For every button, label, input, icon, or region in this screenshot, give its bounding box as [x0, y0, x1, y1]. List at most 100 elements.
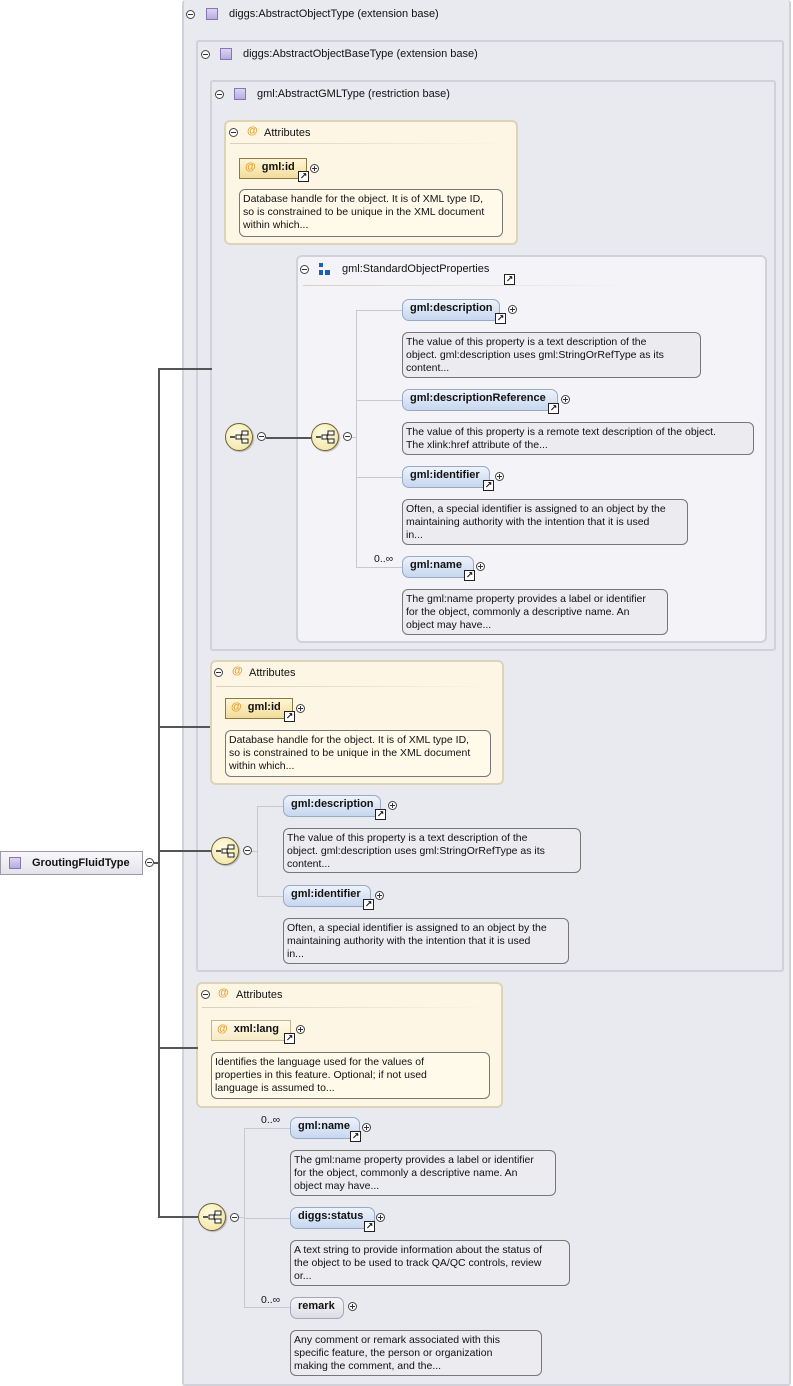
divider: [202, 1007, 492, 1008]
sequence-compositor-icon[interactable]: [211, 837, 239, 865]
root-complex-type[interactable]: GroutingFluidType: [0, 851, 143, 875]
expand-icon[interactable]: [476, 562, 485, 571]
documentation-note: The gml:name property provides a label o…: [290, 1150, 556, 1196]
reference-arrow-icon[interactable]: ↗: [363, 899, 374, 910]
collapse-icon[interactable]: [300, 265, 309, 274]
connector-line: [266, 437, 312, 439]
element-gml-name[interactable]: gml:name: [290, 1117, 360, 1139]
documentation-note: Often, a special identifier is assigned …: [402, 499, 688, 545]
collapse-icon[interactable]: [186, 10, 195, 19]
documentation-note: Database handle for the object. It is of…: [239, 189, 503, 237]
element-gml-description[interactable]: gml:description: [402, 299, 500, 321]
documentation-note: The value of this property is a text des…: [283, 828, 581, 873]
element-diggs-status[interactable]: diggs:status: [290, 1207, 375, 1229]
attribute-xml-lang[interactable]: @xml:lang: [211, 1020, 291, 1041]
connector-line: [356, 567, 402, 568]
collapse-icon[interactable]: [257, 432, 266, 441]
reference-arrow-icon[interactable]: ↗: [364, 1221, 375, 1232]
connector-line: [356, 310, 402, 311]
collapse-icon[interactable]: [343, 432, 352, 441]
multiplicity-label: 0..∞: [374, 553, 394, 565]
reference-arrow-icon[interactable]: ↗: [464, 570, 475, 581]
element-gml-description-reference[interactable]: gml:descriptionReference: [402, 389, 558, 411]
reference-arrow-icon[interactable]: ↗: [298, 171, 309, 182]
reference-arrow-icon[interactable]: ↗: [350, 1131, 361, 1142]
connector-line: [158, 368, 212, 370]
group-icon: [319, 263, 330, 275]
documentation-note: The value of this property is a text des…: [402, 332, 701, 378]
collapse-icon[interactable]: [243, 846, 252, 855]
collapse-icon[interactable]: [201, 50, 210, 59]
reference-arrow-icon[interactable]: ↗: [375, 809, 386, 820]
extension-base-label: diggs:AbstractObjectType (extension base…: [229, 8, 439, 20]
connector-line: [154, 862, 159, 864]
connector-line: [356, 477, 402, 478]
divider: [230, 143, 510, 144]
group-label: gml:StandardObjectProperties: [342, 263, 490, 275]
connector-line: [252, 851, 258, 852]
attributes-heading: Attributes: [264, 127, 311, 139]
connector-line: [244, 1218, 290, 1219]
connector-line: [158, 1047, 198, 1049]
expand-icon[interactable]: [296, 704, 305, 713]
connector-line: [158, 726, 210, 728]
expand-icon[interactable]: [495, 472, 504, 481]
documentation-note: The gml:name property provides a label o…: [402, 589, 668, 635]
connector-line: [352, 437, 357, 438]
element-gml-description[interactable]: gml:description: [283, 795, 381, 817]
expand-icon[interactable]: [376, 1213, 385, 1222]
extension-base-label: diggs:AbstractObjectBaseType (extension …: [243, 48, 478, 60]
connector-line: [244, 1307, 290, 1308]
connector-line: [158, 850, 211, 852]
reference-arrow-icon[interactable]: ↗: [284, 1033, 295, 1044]
reference-arrow-icon[interactable]: ↗: [548, 403, 559, 414]
connector-line: [356, 400, 402, 401]
connector-line: [356, 310, 357, 567]
expand-icon[interactable]: [508, 305, 517, 314]
documentation-note: The value of this property is a remote t…: [402, 422, 754, 455]
expand-icon[interactable]: [375, 891, 384, 900]
complex-type-icon: [220, 48, 232, 60]
documentation-note: A text string to provide information abo…: [290, 1240, 570, 1286]
complex-type-icon: [234, 88, 246, 100]
attribute-gml-id[interactable]: @gml:id: [239, 158, 307, 179]
element-gml-identifier[interactable]: gml:identifier: [283, 885, 371, 907]
collapse-icon[interactable]: [229, 128, 238, 137]
element-gml-name[interactable]: gml:name: [402, 556, 474, 578]
attributes-heading: Attributes: [249, 667, 296, 679]
sequence-compositor-icon[interactable]: [311, 423, 339, 451]
divider: [303, 285, 643, 286]
documentation-note: Often, a special identifier is assigned …: [283, 918, 569, 964]
connector-line: [257, 806, 283, 807]
documentation-note: Any comment or remark associated with th…: [290, 1330, 542, 1376]
attribute-gml-id[interactable]: @gml:id: [225, 698, 293, 719]
sequence-compositor-icon[interactable]: [225, 423, 253, 451]
attributes-heading: Attributes: [236, 989, 283, 1001]
element-gml-identifier[interactable]: gml:identifier: [402, 466, 490, 488]
connector-line: [257, 896, 283, 897]
complex-type-icon: [9, 857, 21, 869]
collapse-icon[interactable]: [145, 858, 154, 867]
sequence-compositor-icon[interactable]: [198, 1203, 226, 1231]
reference-arrow-icon[interactable]: ↗: [504, 274, 515, 285]
reference-arrow-icon[interactable]: ↗: [483, 480, 494, 491]
connector-line: [158, 368, 160, 1217]
attribute-icon: @: [232, 665, 243, 677]
collapse-icon[interactable]: [215, 90, 224, 99]
expand-icon[interactable]: [310, 164, 319, 173]
reference-arrow-icon[interactable]: ↗: [495, 313, 506, 324]
element-remark[interactable]: remark: [290, 1297, 344, 1319]
expand-icon[interactable]: [348, 1302, 357, 1311]
reference-arrow-icon[interactable]: ↗: [284, 711, 295, 722]
expand-icon[interactable]: [296, 1025, 305, 1034]
collapse-icon[interactable]: [201, 990, 210, 999]
expand-icon[interactable]: [362, 1123, 371, 1132]
collapse-icon[interactable]: [214, 668, 223, 677]
connector-line: [244, 1128, 290, 1129]
expand-icon[interactable]: [561, 395, 570, 404]
restriction-base-label: gml:AbstractGMLType (restriction base): [257, 88, 450, 100]
complex-type-icon: [206, 8, 218, 20]
expand-icon[interactable]: [388, 801, 397, 810]
multiplicity-label: 0..∞: [261, 1114, 281, 1126]
collapse-icon[interactable]: [230, 1213, 239, 1222]
